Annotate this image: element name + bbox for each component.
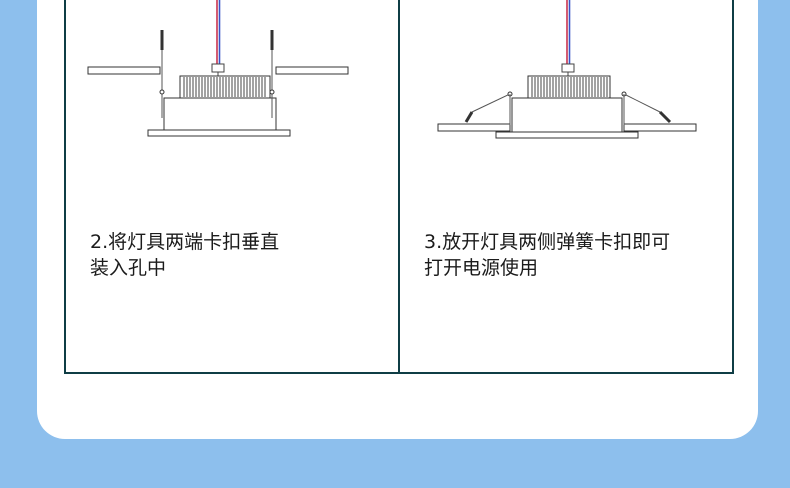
step-2-illustration bbox=[87, 0, 349, 137]
step-3-caption-line2: 打开电源使用 bbox=[424, 257, 539, 279]
step-3-caption-line1: 3.放开灯具两侧弹簧卡扣即可 bbox=[424, 231, 671, 253]
step-grid: 2.将灯具两端卡扣垂直 装入孔中 bbox=[64, 0, 734, 374]
step-2-panel: 2.将灯具两端卡扣垂直 装入孔中 bbox=[66, 0, 398, 372]
step-3-illustration bbox=[437, 0, 697, 139]
step-2-caption-line2: 装入孔中 bbox=[90, 257, 167, 279]
step-2-caption-line1: 2.将灯具两端卡扣垂直 bbox=[90, 231, 280, 253]
step-3-caption: 3.放开灯具两侧弹簧卡扣即可 打开电源使用 bbox=[424, 229, 724, 281]
step-2-caption: 2.将灯具两端卡扣垂直 装入孔中 bbox=[90, 229, 390, 281]
step-3-panel: 3.放开灯具两侧弹簧卡扣即可 打开电源使用 bbox=[398, 0, 732, 372]
